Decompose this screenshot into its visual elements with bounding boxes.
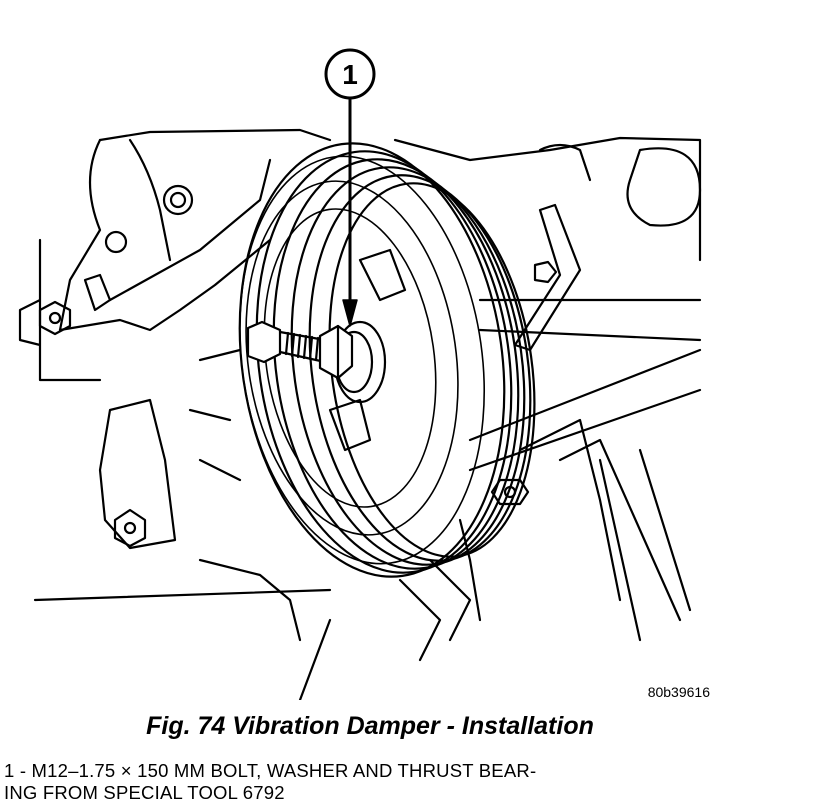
callout-number: 1 bbox=[342, 59, 358, 90]
figure-caption: Fig. 74 Vibration Damper - Installation bbox=[146, 712, 594, 740]
engine-block-outline bbox=[98, 128, 702, 262]
legend-line: ING FROM SPECIAL TOOL 6792 bbox=[4, 782, 285, 803]
legend-line: 1 - M12–1.75 × 150 MM BOLT, WASHER AND T… bbox=[4, 760, 537, 781]
vibration-damper-illustration: 1 bbox=[18, 48, 702, 700]
figure-legend: 1 - M12–1.75 × 150 MM BOLT, WASHER AND T… bbox=[4, 760, 536, 804]
callout-arrowhead bbox=[342, 299, 358, 327]
image-reference-id: 80b39616 bbox=[647, 684, 710, 700]
special-tool-bolt bbox=[246, 320, 354, 380]
vibration-damper-pulley bbox=[238, 142, 536, 578]
